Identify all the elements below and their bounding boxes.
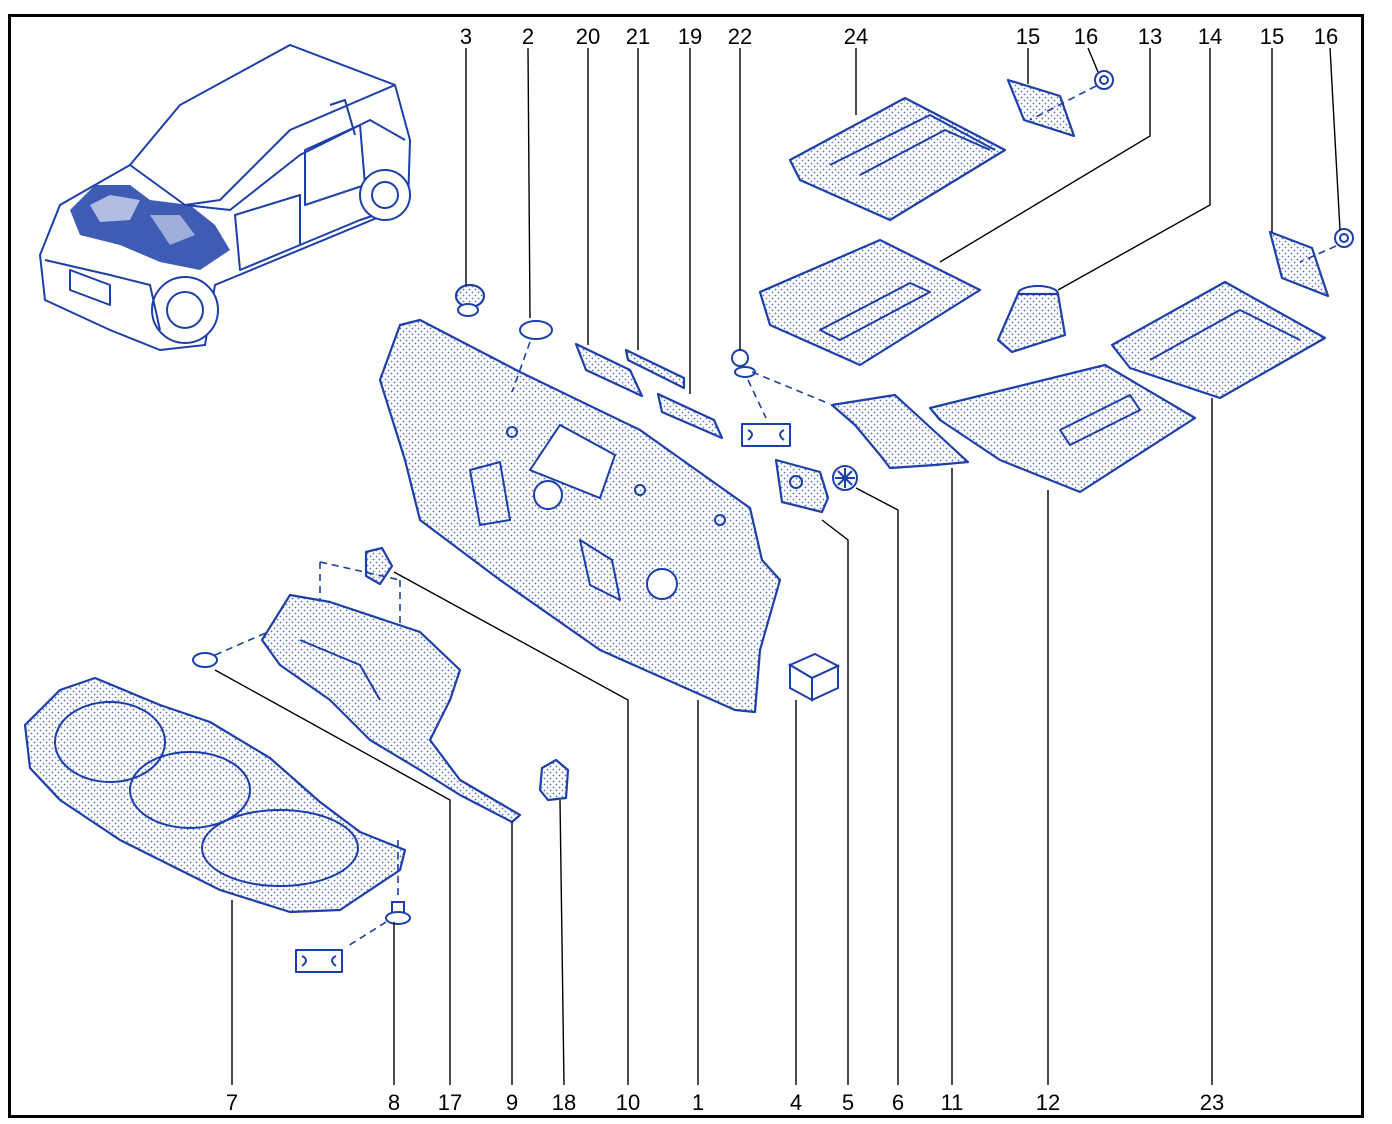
part-4-foam-block <box>787 652 841 702</box>
callout-4: 4 <box>790 1090 802 1115</box>
part-10-clip <box>319 546 401 625</box>
part-11-insulation-strip <box>830 393 970 470</box>
callout-9: 9 <box>506 1090 518 1115</box>
callout-14: 14 <box>1198 24 1222 49</box>
callout-23: 23 <box>1200 1090 1224 1115</box>
callout-15-upper-a: 15 <box>1016 24 1040 49</box>
part-1-dash-insulator <box>378 318 782 714</box>
part-13-floor-insulation <box>758 238 982 367</box>
callout-19: 19 <box>678 24 702 49</box>
callout-10: 10 <box>616 1090 640 1115</box>
callout-22: 22 <box>728 24 752 49</box>
callout-12: 12 <box>1036 1090 1060 1115</box>
callout-15-upper-b: 15 <box>1260 24 1284 49</box>
part-18-clip <box>538 758 570 802</box>
callout-17: 17 <box>438 1090 462 1115</box>
callout-18: 18 <box>552 1090 576 1115</box>
callout-6: 6 <box>892 1090 904 1115</box>
part-21-strip <box>624 348 686 390</box>
part-19-pad <box>656 392 724 440</box>
part-23-floor-insulation <box>1110 280 1327 400</box>
part-9-insulation-panel <box>260 593 522 824</box>
part-17-clip <box>192 631 269 668</box>
fastening-symbol-upper <box>741 423 791 447</box>
part-15-pad-b <box>1268 230 1330 298</box>
part-15-pad-a <box>1006 78 1076 138</box>
callout-2: 2 <box>522 24 534 49</box>
callout-1: 1 <box>692 1090 704 1115</box>
callout-11: 11 <box>941 1090 964 1115</box>
part-16-clip-a <box>1029 70 1114 121</box>
part-2-plug <box>511 320 553 393</box>
part-20-pad <box>574 342 644 398</box>
callout-8: 8 <box>388 1090 400 1115</box>
callout-20: 20 <box>576 24 600 49</box>
fastening-symbol-lower <box>295 949 343 973</box>
callout-7: 7 <box>226 1090 238 1115</box>
part-8-clip <box>347 840 411 947</box>
callout-3: 3 <box>460 24 472 49</box>
part-12-floor-insulation <box>928 363 1197 494</box>
callout-24: 24 <box>844 24 868 49</box>
part-7-hood-insulator <box>23 676 407 914</box>
callout-labels: 3 2 20 21 19 22 24 15 16 13 14 15 16 7 8… <box>226 24 1338 1115</box>
part-22-clip <box>731 349 831 419</box>
part-16-clip-b <box>1299 228 1354 263</box>
callout-5: 5 <box>842 1090 854 1115</box>
part-24-floor-insulation <box>788 96 1007 222</box>
part-6-clip <box>832 465 858 491</box>
car-illustration <box>38 43 412 352</box>
callout-13: 13 <box>1138 24 1162 49</box>
callout-21: 21 <box>626 24 650 49</box>
part-14-tunnel-boot <box>996 285 1067 354</box>
leader-lines <box>214 47 1341 1086</box>
callout-16-upper-b: 16 <box>1314 24 1338 49</box>
part-5-bracket <box>774 458 830 514</box>
callout-16-upper-a: 16 <box>1074 24 1098 49</box>
part-3-grommet <box>454 283 486 317</box>
